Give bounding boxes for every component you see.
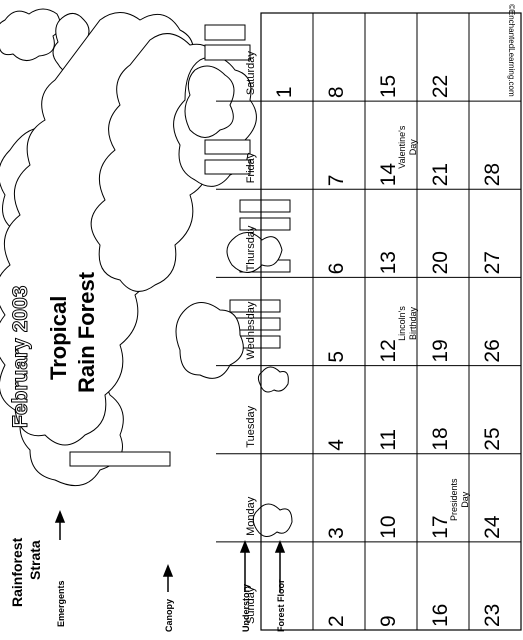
day-number: 22	[429, 75, 452, 98]
strata-heading-line1: Rainforest	[9, 537, 25, 607]
day-number: 4	[325, 439, 348, 451]
strata-label-canopy: Canopy	[164, 599, 174, 632]
day-number: 23	[481, 604, 504, 627]
day-number: 11	[377, 429, 400, 451]
flower-icon	[226, 232, 283, 273]
page-title: February 2003	[9, 286, 32, 428]
holiday-label: Birthday	[408, 306, 418, 340]
day-number: 18	[429, 427, 452, 450]
holiday-label: Lincoln's	[397, 306, 407, 341]
day-name-label: Wednesday	[245, 301, 257, 359]
day-number: 13	[377, 251, 400, 274]
understory-tree-icon	[184, 65, 235, 138]
holiday-label: Valentine's	[397, 125, 407, 169]
day-number: 9	[377, 615, 400, 627]
day-number: 2	[325, 615, 348, 627]
day-number: 26	[481, 339, 504, 362]
day-number: 28	[481, 163, 504, 186]
holiday-label: Day	[408, 139, 418, 156]
day-number: 25	[481, 427, 504, 450]
day-number: 17	[429, 515, 452, 538]
page-subtitle-line2: Rain Forest	[74, 271, 99, 393]
flower-icon	[252, 503, 293, 537]
strata-label-understory: Understory	[241, 584, 251, 632]
strata-heading-line2: Strata	[27, 540, 43, 580]
day-number: 14	[377, 163, 400, 187]
day-number: 7	[325, 175, 348, 187]
flower-icon	[257, 366, 289, 393]
day-number: 16	[429, 604, 452, 627]
day-name-label: Saturday	[245, 51, 257, 96]
copyright-notice: ©EnchantedLearning.com	[507, 4, 516, 97]
day-number: 15	[377, 75, 400, 98]
calendar-frame	[260, 12, 522, 631]
day-name-label: Tuesday	[245, 405, 257, 447]
day-number: 21	[429, 163, 452, 186]
day-number: 27	[481, 251, 504, 274]
holiday-label: Day	[460, 491, 470, 508]
day-number: 8	[325, 86, 348, 98]
day-name-label: Sunday	[245, 586, 257, 624]
holiday-label: Presidents	[449, 478, 459, 521]
strata-label-emergents: Emergents	[56, 580, 66, 627]
page-subtitle-line1: Tropical	[46, 296, 71, 380]
day-name-label: Friday	[245, 152, 257, 183]
understory-tree-icon	[175, 302, 244, 379]
strata-label-forest-floor: Forest Floor	[276, 579, 286, 632]
day-name-label: Monday	[245, 496, 257, 536]
cloud-icon	[0, 8, 61, 61]
day-number: 19	[429, 339, 452, 362]
day-number: 24	[481, 515, 504, 539]
day-number: 1	[273, 86, 296, 98]
day-number: 12	[377, 339, 400, 362]
rainforest-illustration	[0, 8, 293, 592]
day-number: 5	[325, 351, 348, 363]
day-number: 3	[325, 527, 348, 539]
calendar-grid: Sunday Monday Tuesday Wednesday Thursday Frid…	[216, 12, 522, 631]
day-number: 20	[429, 251, 452, 274]
day-name-label: Thursday	[245, 225, 257, 271]
day-number: 6	[325, 263, 348, 275]
day-number: 10	[377, 515, 400, 538]
title-block: February 2003 Tropical Rain Forest Rainf…	[9, 4, 517, 632]
